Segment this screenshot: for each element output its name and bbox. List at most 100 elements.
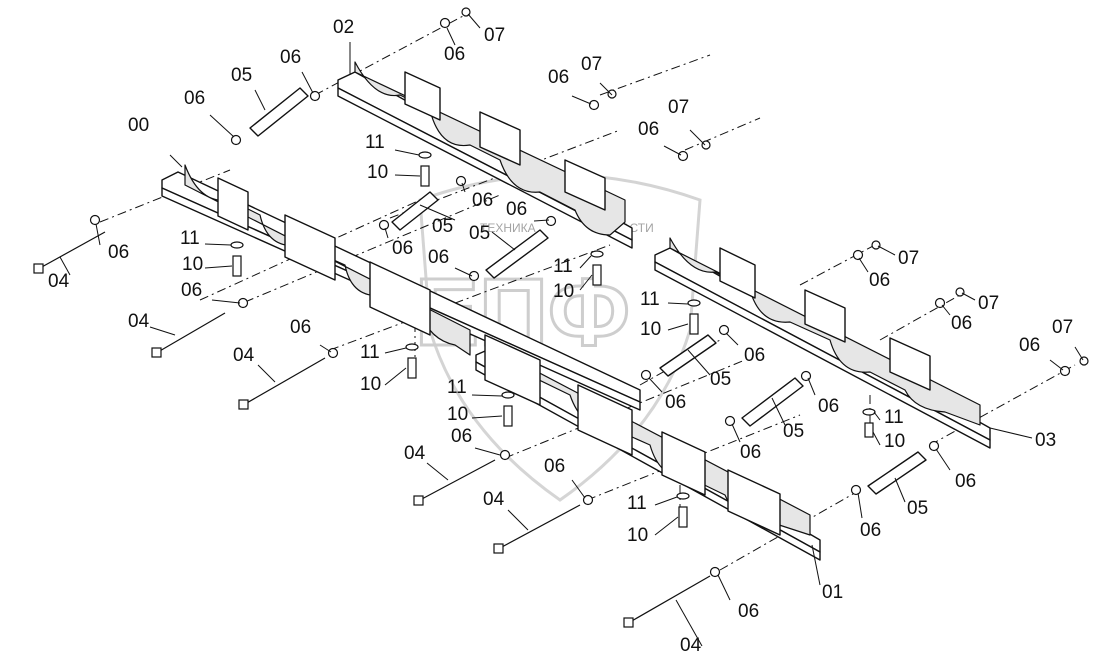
leader-line-11-6 (471, 394, 503, 397)
leader-line-06-15 (1049, 359, 1064, 371)
callout-11-3: 11 (553, 256, 573, 277)
leader-line-06-2 (301, 71, 314, 94)
leader-line-07-5 (961, 292, 976, 301)
leader-line-06-8 (533, 219, 550, 222)
callout-04-2: 04 (128, 311, 150, 332)
leader-line-11-7 (873, 411, 881, 421)
leader-line-10-5 (384, 367, 407, 386)
leader-line-06-18 (935, 448, 951, 471)
leader-line-11-8 (654, 496, 678, 506)
callout-07-2: 07 (581, 54, 602, 75)
leader-line-04-6 (675, 599, 703, 647)
leader-line-05-2 (419, 204, 456, 221)
callout-06-19: 06 (665, 392, 686, 413)
leader-line-05-6 (894, 477, 906, 503)
leader-line-11-3 (579, 255, 592, 269)
callout-11-7: 11 (884, 407, 904, 428)
callout-11-2: 11 (180, 228, 200, 249)
callout-11-4: 11 (640, 289, 660, 310)
leader-line-10-3 (579, 274, 593, 291)
leader-line-10-4 (667, 323, 689, 331)
callout-05-4: 05 (710, 369, 731, 390)
callout-06-7: 06 (472, 190, 493, 211)
leader-line-10-7 (872, 431, 881, 446)
leader-line-06-24 (717, 574, 731, 601)
callout-01-1: 01 (822, 582, 843, 603)
callout-06-3: 06 (444, 44, 465, 65)
callout-07-4: 07 (898, 248, 919, 269)
leader-line-06-4 (571, 95, 592, 105)
callout-10-8: 10 (627, 525, 648, 546)
callout-04-5: 04 (483, 489, 505, 510)
callout-05-5: 05 (783, 421, 804, 442)
leader-line-11-1 (394, 149, 420, 156)
callout-07-5: 07 (978, 293, 999, 314)
leader-line-06-20 (731, 423, 741, 443)
leader-line-04-5 (507, 509, 529, 531)
leader-line-10-2 (204, 265, 233, 269)
leader-line-04-3 (257, 364, 276, 383)
rail-part-01 (475, 334, 821, 561)
callout-05-6: 05 (907, 498, 928, 519)
leader-line-10-8 (654, 516, 679, 536)
callout-10-6: 10 (447, 404, 468, 425)
callout-06-22: 06 (451, 426, 472, 447)
small-hardware (89, 7, 1089, 578)
callout-06-14: 06 (951, 313, 972, 334)
callout-06-21: 06 (860, 520, 881, 541)
rail-part-02 (337, 61, 633, 249)
leader-line-11-4 (667, 302, 689, 305)
callout-11-1: 11 (365, 132, 385, 153)
callout-02-1: 02 (333, 17, 354, 38)
leader-line-10-6 (471, 415, 503, 419)
leader-line-11-5 (384, 347, 407, 354)
leader-line-05-3 (491, 231, 516, 251)
pins-part-05 (249, 87, 927, 495)
leader-line-06-19 (648, 377, 663, 393)
callout-05-2: 05 (432, 216, 453, 237)
callout-06-1: 06 (184, 88, 205, 109)
leader-line-00-1 (169, 154, 183, 168)
callout-10-5: 10 (360, 374, 381, 395)
callout-10-2: 10 (182, 254, 203, 275)
leader-line-06-9 (384, 227, 389, 239)
leader-line-06-6 (95, 223, 101, 246)
leader-line-10-1 (394, 174, 421, 177)
rail-part-03 (654, 237, 991, 449)
leader-line-06-1 (209, 114, 235, 138)
leader-line-06-11 (211, 299, 241, 304)
leader-line-06-5 (663, 145, 682, 156)
leader-line-07-3 (689, 129, 706, 146)
callout-leaders (59, 13, 1084, 647)
callout-06-18: 06 (955, 471, 976, 492)
leader-line-05-5 (771, 397, 786, 426)
callout-05-3: 05 (469, 223, 490, 244)
leader-line-06-13 (858, 257, 869, 273)
callout-11-5: 11 (360, 342, 380, 363)
callout-07-6: 07 (1052, 317, 1073, 338)
callout-11-6: 11 (447, 377, 467, 398)
callout-06-5: 06 (638, 119, 659, 140)
callout-04-3: 04 (233, 345, 255, 366)
callout-10-3: 10 (553, 281, 574, 302)
callout-06-15: 06 (1019, 335, 1040, 356)
leader-line-06-21 (857, 492, 863, 519)
callout-07-3: 07 (668, 97, 689, 118)
leader-line-06-14 (941, 304, 951, 316)
callout-04-6: 04 (680, 635, 702, 656)
callout-06-20: 06 (740, 442, 761, 463)
callout-06-12: 06 (290, 317, 311, 338)
leader-line-06-7 (461, 182, 466, 193)
leader-line-06-10 (454, 267, 473, 277)
leader-line-06-17 (807, 377, 816, 396)
leader-line-05-4 (687, 349, 711, 376)
callout-04-1: 04 (48, 271, 70, 292)
callout-06-6: 06 (108, 242, 129, 263)
leader-line-05-1 (254, 89, 266, 111)
leader-line-07-1 (467, 13, 481, 29)
callout-11-8: 11 (627, 493, 647, 514)
leader-line-06-16 (725, 332, 739, 346)
